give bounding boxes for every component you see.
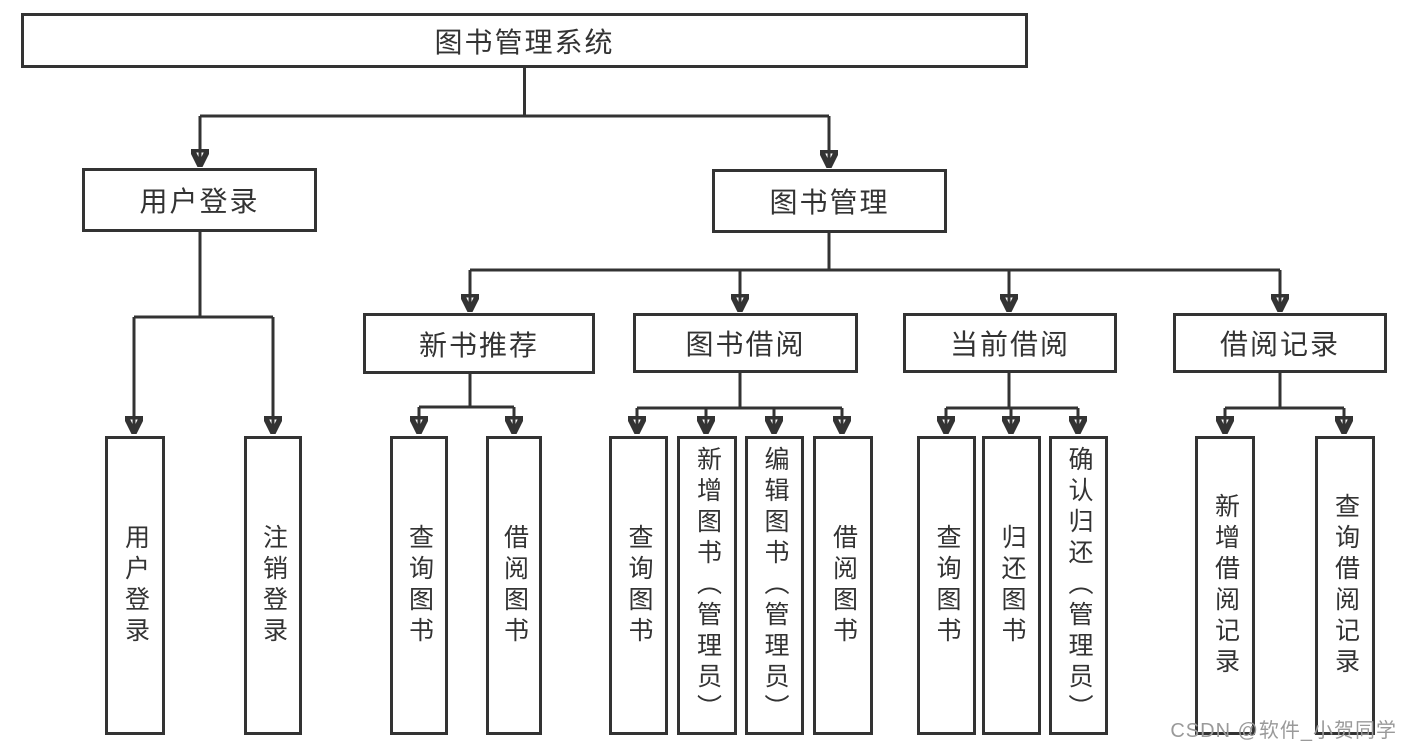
node-leaf-nbr-query-books: 查询图书 — [390, 436, 448, 735]
node-leaf-cb-return-books-label: 归还图书 — [998, 523, 1026, 648]
node-current-borrow-label: 当前借阅 — [949, 329, 1070, 360]
node-book-borrow-label: 图书借阅 — [685, 329, 806, 360]
node-leaf-br-query-record: 查询借阅记录 — [1315, 436, 1375, 735]
node-leaf-user-login-label: 用户登录 — [121, 523, 150, 648]
connector-book-mgmt-children — [470, 233, 1280, 311]
node-leaf-logout: 注销登录 — [244, 436, 302, 735]
node-leaf-bb-edit-books-label: 编辑图书（管理员） — [761, 446, 789, 725]
connector-current-borrow-children — [946, 373, 1078, 433]
node-user-login-label: 用户登录 — [139, 186, 260, 217]
connector-book-borrow-children — [637, 373, 842, 433]
node-new-book-rec: 新书推荐 — [363, 313, 595, 374]
node-borrow-records: 借阅记录 — [1173, 313, 1387, 373]
node-leaf-br-add-record: 新增借阅记录 — [1195, 436, 1255, 735]
node-leaf-bb-add-books-label: 新增图书（管理员） — [693, 446, 722, 725]
node-book-mgmt: 图书管理 — [712, 169, 947, 233]
node-leaf-br-add-record-label: 新增借阅记录 — [1211, 492, 1240, 679]
node-leaf-cb-return-books: 归还图书 — [982, 436, 1041, 735]
node-leaf-cb-confirm-return: 确认归还（管理员） — [1049, 436, 1108, 735]
connector-new-book-rec-children — [419, 374, 514, 433]
node-leaf-bb-query-books: 查询图书 — [609, 436, 668, 735]
node-leaf-bb-borrow-books-label: 借阅图书 — [829, 523, 858, 648]
node-book-borrow: 图书借阅 — [633, 313, 858, 373]
node-borrow-records-label: 借阅记录 — [1219, 329, 1340, 360]
node-leaf-cb-query-books-label: 查询图书 — [933, 523, 961, 648]
node-current-borrow: 当前借阅 — [903, 313, 1117, 373]
node-leaf-cb-query-books: 查询图书 — [917, 436, 976, 735]
node-leaf-nbr-borrow-books-label: 借阅图书 — [500, 523, 529, 648]
node-leaf-user-login: 用户登录 — [105, 436, 165, 735]
node-leaf-bb-edit-books: 编辑图书（管理员） — [745, 436, 804, 735]
node-leaf-nbr-query-books-label: 查询图书 — [405, 523, 434, 648]
connector-root-to-level1 — [200, 68, 829, 167]
connector-borrow-records-children — [1225, 373, 1344, 433]
node-root: 图书管理系统 — [21, 13, 1028, 68]
csdn-watermark: CSDN @软件_小贺同学 — [1170, 720, 1397, 742]
node-book-mgmt-label: 图书管理 — [769, 187, 890, 218]
node-leaf-br-query-record-label: 查询借阅记录 — [1331, 492, 1360, 679]
node-new-book-rec-label: 新书推荐 — [418, 329, 539, 361]
node-leaf-nbr-borrow-books: 借阅图书 — [486, 436, 542, 735]
node-leaf-bb-borrow-books: 借阅图书 — [813, 436, 873, 735]
node-leaf-bb-add-books: 新增图书（管理员） — [677, 436, 737, 735]
node-leaf-bb-query-books-label: 查询图书 — [625, 523, 653, 648]
node-leaf-logout-label: 注销登录 — [259, 523, 288, 648]
node-leaf-cb-confirm-return-label: 确认归还（管理员） — [1065, 446, 1093, 725]
node-root-label: 图书管理系统 — [434, 26, 615, 58]
connector-user-login-children — [134, 232, 273, 433]
node-user-login: 用户登录 — [82, 168, 317, 232]
